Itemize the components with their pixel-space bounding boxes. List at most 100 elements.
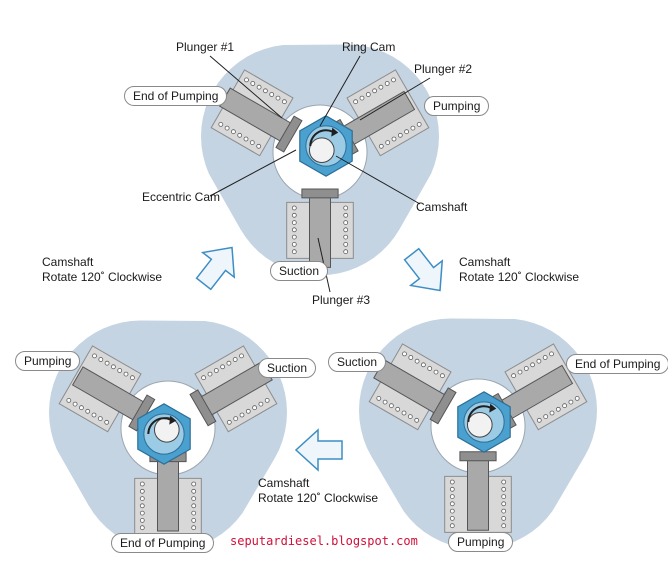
bottom-left-spring-coil bbox=[92, 353, 97, 359]
bottom-left-spring-coil bbox=[139, 503, 145, 509]
top-spring-coil bbox=[256, 84, 262, 90]
bottom-right-spring-coil bbox=[420, 362, 426, 368]
top-plunger bbox=[309, 192, 331, 268]
bottom-right-spring-coil bbox=[511, 373, 516, 379]
bottom-left-rotation-arrowhead bbox=[169, 415, 177, 425]
rotation-note-left: Camshaft Rotate 120˚ Clockwise bbox=[42, 255, 162, 285]
top-spring-coil bbox=[343, 205, 349, 211]
bottom-left-spring-coil bbox=[213, 368, 219, 373]
bottom-right-spring-coil bbox=[501, 516, 507, 521]
top-spring-coil bbox=[291, 241, 297, 247]
bottom-right-status-bottom: Pumping bbox=[448, 532, 514, 552]
bottom-right-spring-coil bbox=[501, 479, 507, 485]
bottom-right-spring-coil bbox=[501, 486, 507, 492]
top-spring-coil bbox=[291, 220, 297, 226]
bottom-left-plunger-shoe bbox=[189, 389, 217, 427]
rotation-arrow-left-shape bbox=[294, 428, 343, 472]
rotation-arrow-down-right-shape bbox=[403, 247, 444, 292]
bottom-left-spring-coil bbox=[129, 375, 135, 381]
top-spring-coil bbox=[230, 129, 236, 135]
rotation-arrow-up-left bbox=[195, 246, 236, 291]
bottom-left-rotation-arrow bbox=[147, 417, 171, 435]
bottom-left-spring-coil bbox=[233, 416, 239, 422]
rotation-note-left-line1: Camshaft bbox=[42, 255, 94, 269]
top-spring-coil bbox=[343, 220, 349, 226]
bottom-left-spring-coil bbox=[66, 397, 72, 403]
top-spring-coil bbox=[410, 125, 416, 131]
bottom-left-spring-coil bbox=[139, 488, 145, 494]
bottom-right-spring-coil bbox=[530, 362, 535, 368]
top-spring-coil bbox=[281, 99, 287, 105]
bottom-left-spring-coil bbox=[98, 357, 104, 362]
top-spring-coil bbox=[359, 95, 365, 101]
top-spring-coil bbox=[291, 227, 297, 233]
bottom-left-spring-coil bbox=[191, 488, 197, 494]
top-spring-coil bbox=[378, 143, 384, 149]
bottom-left-pump-unit bbox=[49, 320, 287, 552]
bottom-left-spring-coil bbox=[139, 496, 145, 502]
leader-line bbox=[209, 149, 297, 197]
bottom-left-spring-coil bbox=[72, 401, 78, 407]
bottom-left-spring-coil bbox=[191, 496, 197, 502]
bottom-left-spring-coil bbox=[139, 525, 145, 531]
bottom-right-spring-coil bbox=[395, 406, 401, 412]
top-pump-unit bbox=[201, 44, 439, 276]
top-spring-coil bbox=[244, 77, 249, 83]
bottom-right-spring-coil bbox=[549, 351, 554, 357]
bottom-left-spring-coil bbox=[245, 408, 251, 414]
top-spring-coil bbox=[343, 249, 349, 255]
rotation-note-right-line1: Camshaft bbox=[459, 255, 511, 269]
bottom-right-pump-unit bbox=[359, 318, 597, 550]
top-spring-coil bbox=[343, 227, 349, 233]
bottom-right-spring-coil bbox=[449, 516, 455, 521]
bottom-right-spring-coil bbox=[543, 414, 549, 420]
rotation-arrow-up-left-shape bbox=[195, 246, 236, 291]
bottom-right-plunger bbox=[467, 455, 489, 531]
top-spring-coil bbox=[404, 129, 410, 135]
top-spring-coil bbox=[365, 92, 371, 97]
rotation-note-right: Camshaft Rotate 120˚ Clockwise bbox=[459, 255, 579, 285]
bottom-left-spring-coil bbox=[139, 510, 145, 516]
bottom-right-spring-coil bbox=[401, 410, 407, 416]
top-plunger-shoe bbox=[275, 115, 303, 153]
bottom-right-spring-coil bbox=[562, 403, 567, 409]
top-spring-coil bbox=[353, 99, 359, 105]
bottom-right-spring-coil bbox=[407, 414, 413, 420]
bottom-left-spring-coil bbox=[191, 510, 197, 516]
top-plunger-shoe bbox=[301, 188, 339, 199]
top-spring-coil bbox=[378, 84, 384, 90]
bottom-right-plunger-shoe bbox=[459, 451, 497, 462]
bottom-left-spring-coil bbox=[104, 360, 110, 366]
bottom-right-spring-coil bbox=[427, 366, 433, 371]
top-spring-coil bbox=[372, 88, 378, 94]
eccentric-cam-label: Eccentric Cam bbox=[142, 190, 221, 204]
bottom-left-plunger bbox=[157, 456, 179, 532]
bottom-left-spring-coil bbox=[207, 371, 213, 377]
plunger-3-label: Plunger #3 bbox=[312, 293, 371, 307]
bottom-right-spring-coil bbox=[568, 399, 574, 405]
bottom-left-spring-coil bbox=[139, 481, 145, 487]
bottom-right-spring-coil bbox=[408, 355, 414, 360]
rotation-arrow-down-right bbox=[403, 247, 444, 292]
bottom-right-rotation-arrowhead bbox=[489, 403, 497, 413]
bottom-right-status-left: Suction bbox=[328, 352, 387, 372]
bottom-right-spring-coil bbox=[382, 399, 388, 405]
top-spring-coil bbox=[397, 132, 403, 138]
top-spring-coil bbox=[343, 234, 349, 240]
rotation-arrow-left bbox=[294, 428, 343, 472]
bottom-left-spring-coil bbox=[191, 481, 197, 487]
bottom-left-status-right: Suction bbox=[258, 358, 317, 378]
plunger-2-label: Plunger #2 bbox=[414, 62, 473, 76]
leader-line bbox=[319, 55, 361, 127]
bottom-left-spring-coil bbox=[85, 408, 91, 414]
bottom-right-spring-coil bbox=[501, 501, 507, 507]
bottom-left-spring-coil bbox=[79, 405, 84, 411]
bottom-left-spring-coil bbox=[191, 518, 197, 523]
leader-line bbox=[209, 55, 283, 119]
bottom-left-spring-coil bbox=[91, 412, 97, 418]
bottom-right-spring-coil bbox=[449, 501, 455, 507]
top-status-bottom: Suction bbox=[270, 261, 329, 281]
bottom-left-spring-coil bbox=[226, 419, 232, 425]
bottom-right-spring-coil bbox=[414, 358, 420, 364]
top-spring-coil bbox=[243, 136, 249, 142]
